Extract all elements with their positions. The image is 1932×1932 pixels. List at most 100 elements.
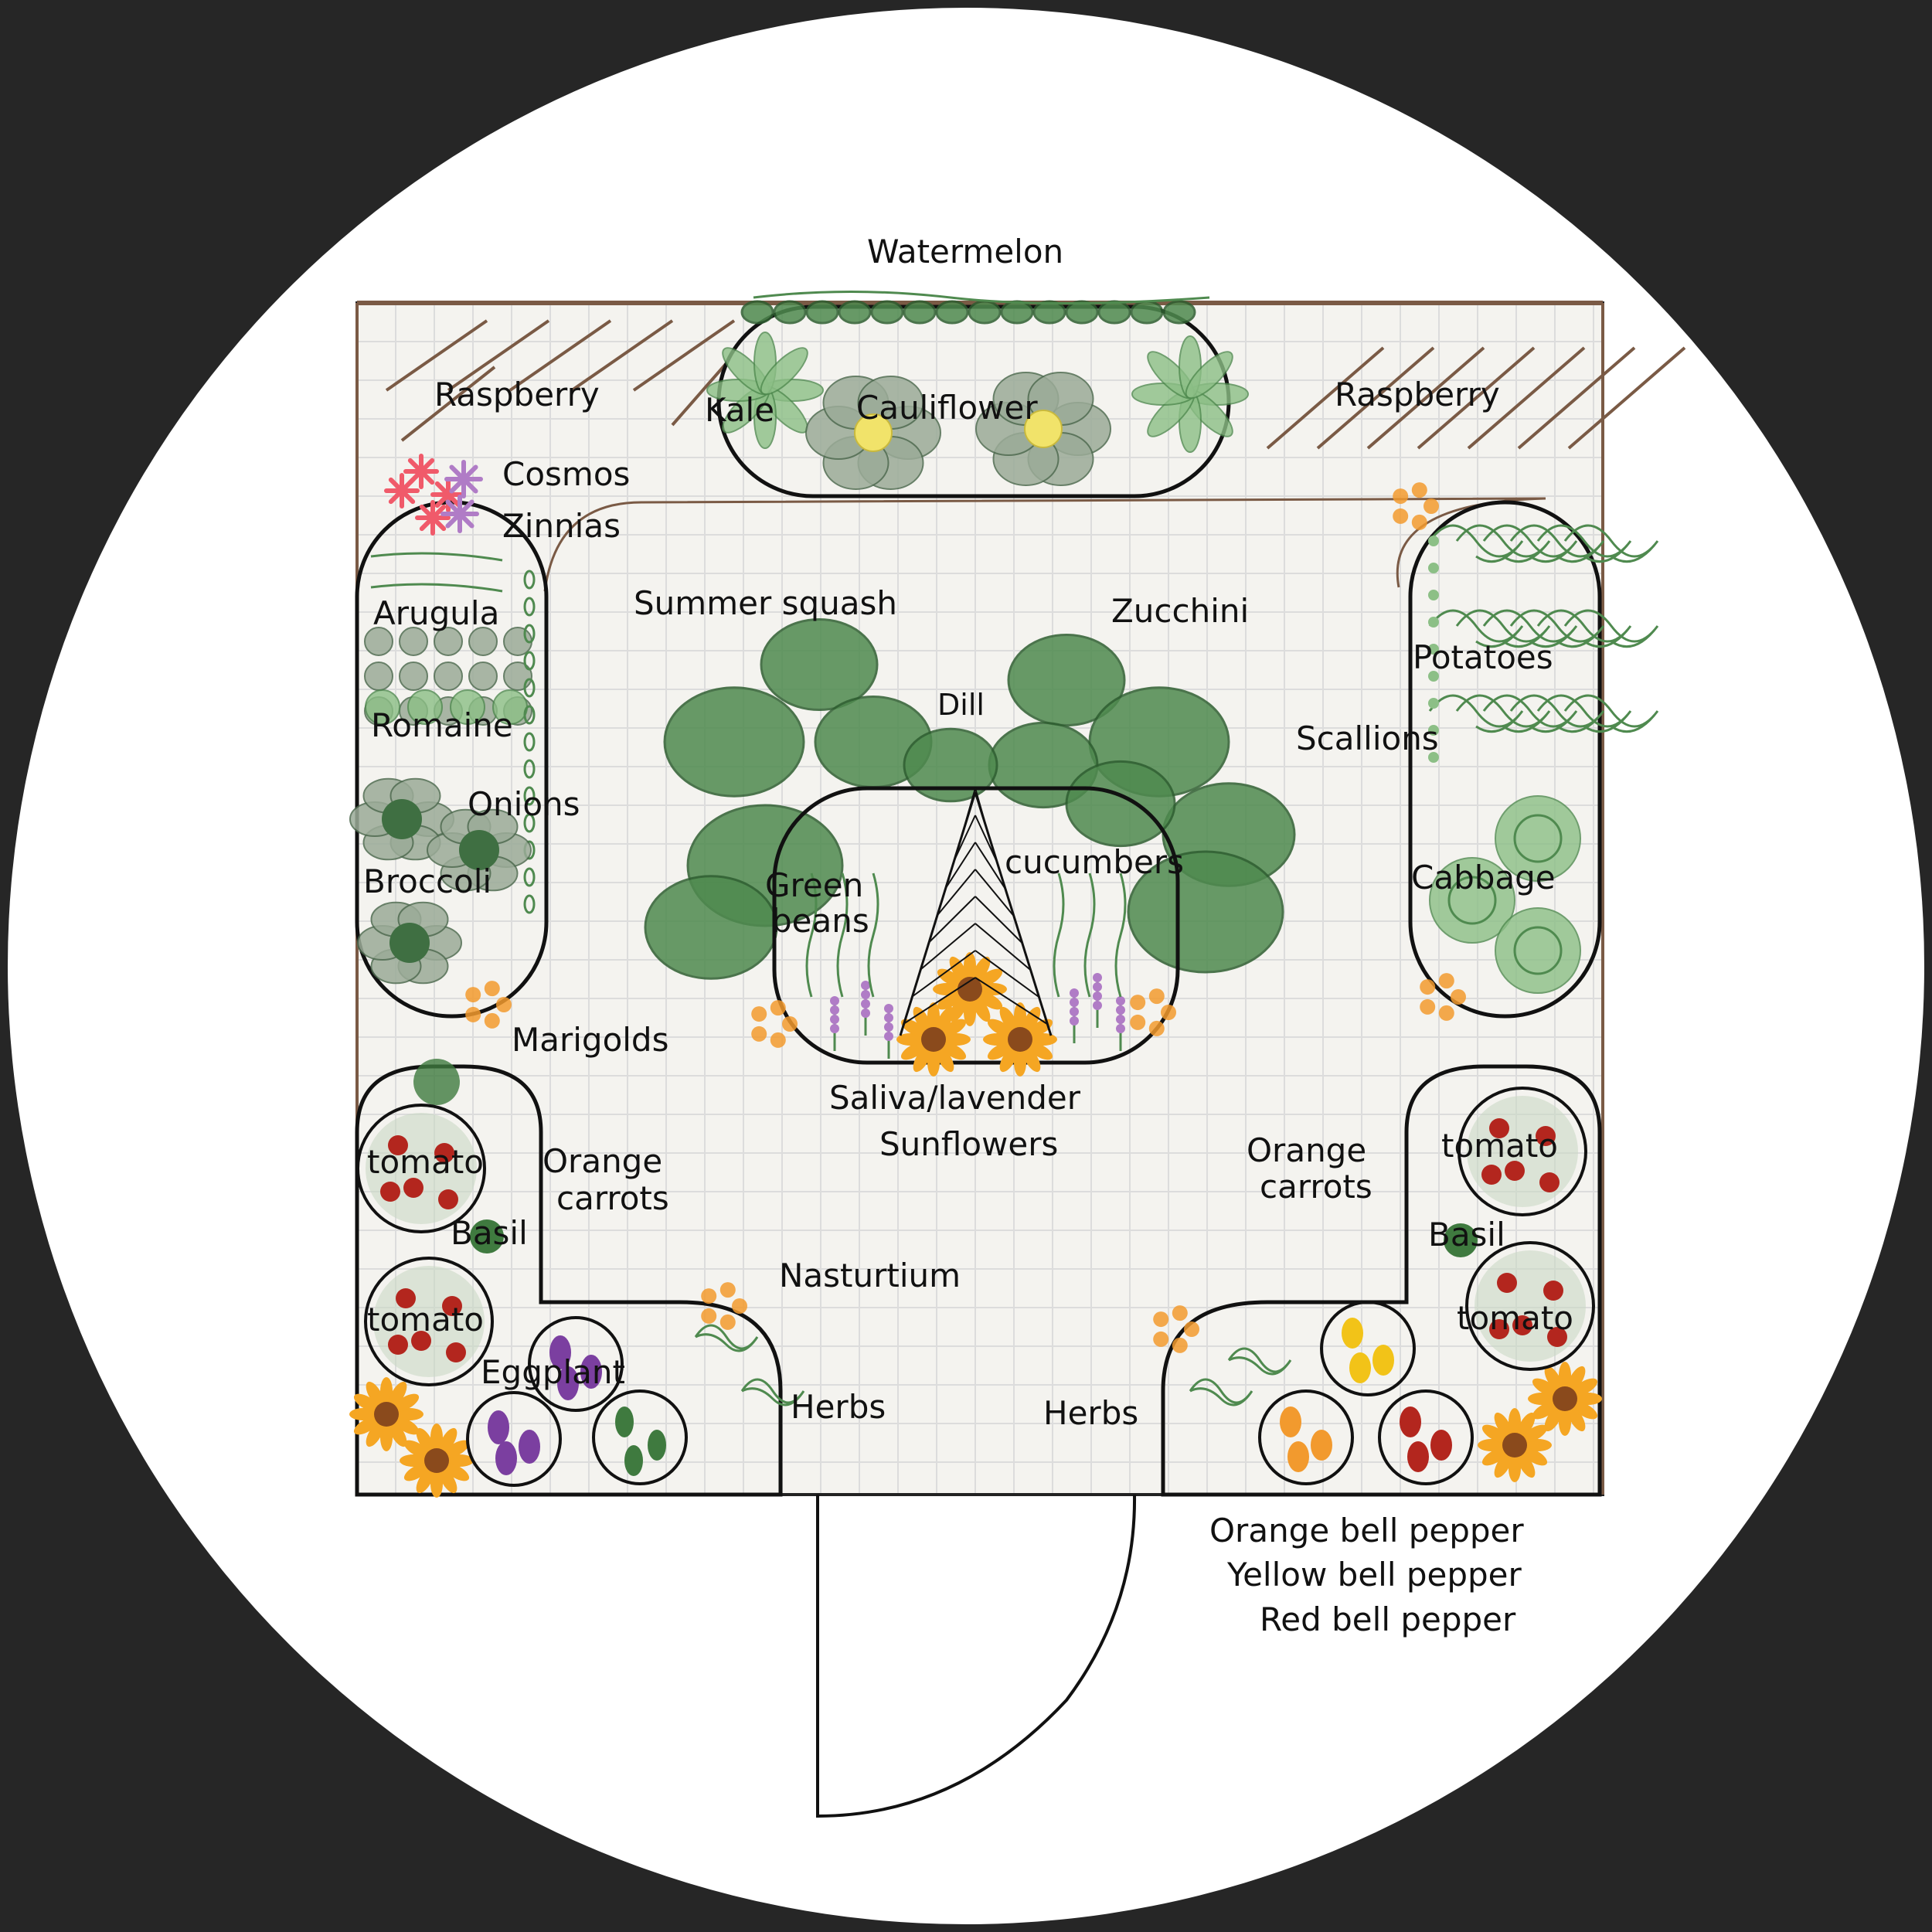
- label-summer-squash: Summer squash: [634, 584, 897, 622]
- raspberry-cane: [447, 319, 550, 392]
- sunflower-petal: [896, 1033, 924, 1046]
- sunflower-petal: [439, 1427, 457, 1454]
- broccoli-head: [389, 923, 430, 963]
- squash-leaf: [1007, 634, 1126, 726]
- scallion: [1428, 617, 1439, 628]
- tomato-icon: [1481, 1165, 1502, 1185]
- sunflower-petal: [430, 1423, 443, 1451]
- sunflower-petal: [940, 1019, 967, 1037]
- eggplant-icon: [557, 1366, 579, 1400]
- scallion: [1428, 563, 1439, 573]
- marigold-icon: [1153, 1311, 1169, 1328]
- watermelon-leaf: [870, 300, 904, 325]
- sunflower-petal: [987, 1019, 1013, 1037]
- marigold-icon: [1393, 488, 1409, 505]
- label-herbs-left: Herbs: [791, 1388, 886, 1426]
- potato-foliage: [1509, 694, 1605, 733]
- sunflower-petal: [936, 1046, 954, 1073]
- label-tomato-left-2: tomato: [367, 1301, 484, 1338]
- eggplant-icon: [495, 1441, 517, 1475]
- sunflower-petal: [999, 1046, 1018, 1073]
- raspberry-hatch-right: [1266, 346, 1686, 450]
- potato-foliage: [1509, 609, 1605, 648]
- sunflower-petal: [1522, 1447, 1548, 1466]
- eggplant-icon: [580, 1355, 602, 1389]
- sunflower-petal: [927, 1002, 940, 1030]
- bottom-right-bed: [1161, 1064, 1602, 1497]
- lavender-bloom: [1093, 992, 1102, 1001]
- marigold-icon: [484, 1012, 500, 1029]
- watermelon-leaf: [1162, 300, 1196, 325]
- lettuce: [399, 662, 428, 691]
- marigold-icon: [1451, 989, 1466, 1005]
- trellis-rung: [975, 787, 990, 835]
- scallion: [1428, 590, 1439, 600]
- yellow-pepper-ring: [1320, 1301, 1416, 1396]
- raspberry-cane: [400, 366, 496, 442]
- trellis-rung: [903, 977, 976, 1025]
- lavender-bloom: [1093, 1001, 1102, 1010]
- sunflower-icon: [374, 1402, 399, 1427]
- tomato-icon: [434, 1143, 454, 1163]
- raspberry-cane: [1266, 346, 1385, 450]
- label-arugula: Arugula: [373, 594, 499, 632]
- cabbage-icon: [1429, 857, 1515, 944]
- marigold-icon: [465, 1006, 481, 1022]
- label-tomato-left-1: tomato: [367, 1143, 484, 1181]
- label-tomato-right-2: tomato: [1457, 1299, 1573, 1337]
- watermelon-leaf: [1000, 300, 1034, 325]
- eggplant-ring-2: [466, 1391, 562, 1487]
- sunflower-petal: [430, 1470, 443, 1498]
- onion: [523, 705, 536, 725]
- tomato-icon: [403, 1178, 423, 1198]
- raspberry-cane: [1567, 346, 1686, 450]
- bean-vine: [1083, 872, 1096, 998]
- label-scallions: Scallions: [1296, 719, 1439, 757]
- marigold-icon: [1161, 1005, 1176, 1020]
- marigold-icon: [1420, 979, 1436, 995]
- sunflower-petal: [927, 1049, 940, 1077]
- label-watermelon: Watermelon: [867, 233, 1063, 270]
- lettuce: [364, 662, 393, 691]
- sunflower-petal: [1572, 1378, 1598, 1396]
- tomato-icon: [1505, 1161, 1525, 1181]
- raspberry-hatch-left: [385, 319, 736, 442]
- lavender-bloom: [1116, 1005, 1125, 1015]
- sunflower-icon: [1502, 1433, 1527, 1458]
- sunflower-icon: [957, 977, 982, 1002]
- lavender-bloom: [884, 1032, 893, 1041]
- squash-foliage: [644, 618, 1296, 980]
- trellis-rung: [920, 923, 976, 971]
- label-kale: Kale: [705, 391, 774, 429]
- marigold-icon: [1130, 1014, 1146, 1030]
- scallion: [1428, 671, 1439, 682]
- sunflower-petal: [403, 1440, 430, 1458]
- sunflower-petal: [1478, 1439, 1505, 1451]
- sunflower-petal: [389, 1421, 407, 1447]
- sunflower-petal: [353, 1417, 379, 1435]
- potato-foliage: [1428, 609, 1524, 648]
- red-pepper: [1400, 1406, 1421, 1437]
- scallion: [1428, 725, 1439, 736]
- sunflower-petal: [1572, 1401, 1598, 1420]
- sunflower-icon: [1553, 1386, 1577, 1411]
- marigold-icon: [782, 1016, 798, 1032]
- label-nasturtium: Nasturtium: [779, 1257, 961, 1294]
- onion: [523, 759, 536, 779]
- tomato-icon: [388, 1135, 408, 1155]
- tomato-icon: [438, 1189, 458, 1209]
- raspberry-cane: [1517, 346, 1636, 450]
- bean-vine: [1114, 872, 1127, 998]
- potato-foliage: [1563, 609, 1659, 648]
- squash-leaf: [1065, 760, 1176, 848]
- flower-petal: [461, 464, 478, 481]
- trellis-rung: [961, 787, 976, 835]
- label-onions: Onions: [468, 785, 580, 823]
- trellis-rung: [944, 842, 976, 889]
- tomato-ring-left-2: [364, 1257, 494, 1386]
- sunflower-petal: [940, 1042, 967, 1060]
- yellow-pepper: [1349, 1352, 1371, 1383]
- marigold-icon: [701, 1308, 717, 1324]
- trellis-rung: [975, 923, 1031, 971]
- onion: [523, 570, 536, 590]
